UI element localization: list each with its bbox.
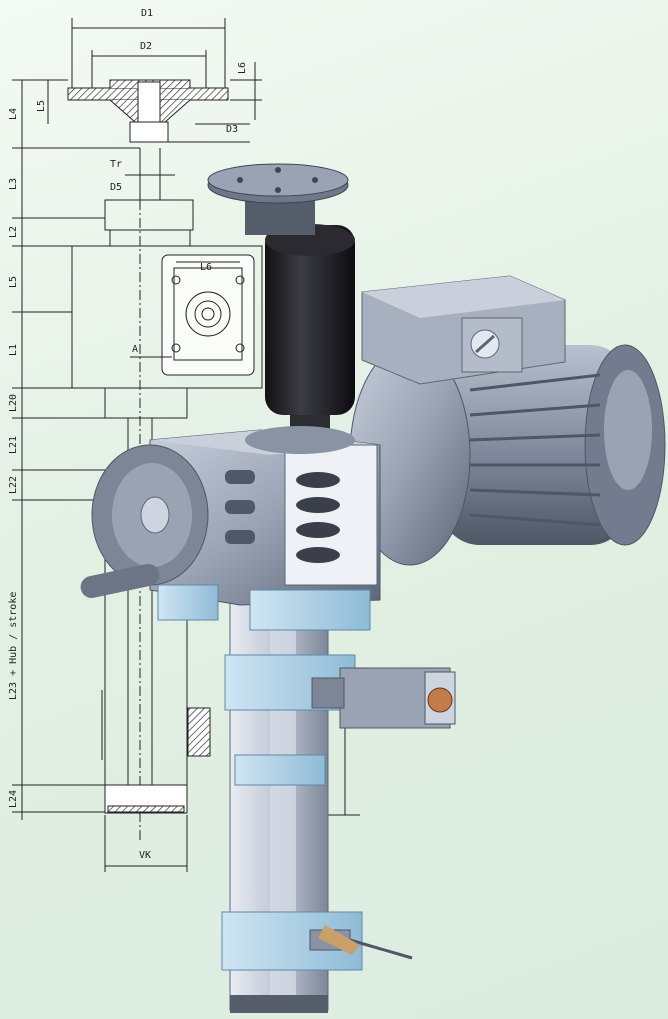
label-a: A xyxy=(132,344,138,355)
handwheel-grip xyxy=(80,563,160,599)
label-l21: L21 xyxy=(8,436,19,454)
label-vk: VK xyxy=(139,850,151,861)
actuator-render xyxy=(80,163,666,1013)
spindle-cover xyxy=(245,224,355,454)
label-d3: D3 xyxy=(226,124,238,135)
technical-drawing xyxy=(12,18,360,872)
label-l5-side: L5 xyxy=(8,276,19,288)
terminal-box xyxy=(361,275,566,385)
label-d2: D2 xyxy=(140,41,152,52)
label-l6b: L6 xyxy=(200,262,212,273)
label-l2: L2 xyxy=(8,226,19,238)
dimension-labels: D1 D2 D3 D5 Tr L6 A VK L6 L5 L4 L3 L2 L5… xyxy=(8,8,248,861)
gearbox-housing xyxy=(149,429,381,606)
label-l24: L24 xyxy=(8,790,19,808)
label-l6: L6 xyxy=(237,62,248,74)
label-l23: L23 + Hub / stroke xyxy=(8,592,19,700)
label-l3: L3 xyxy=(8,178,19,190)
label-l20: L20 xyxy=(8,394,19,412)
handwheel xyxy=(80,444,209,599)
label-d1: D1 xyxy=(141,8,153,19)
limit-switch xyxy=(311,667,456,729)
label-l1: L1 xyxy=(8,344,19,356)
label-l5: L5 xyxy=(36,100,47,112)
label-l4: L4 xyxy=(8,108,19,120)
label-d5: D5 xyxy=(110,182,122,193)
label-l22: L22 xyxy=(8,476,19,494)
top-flange xyxy=(207,163,349,235)
electric-motor xyxy=(349,344,666,566)
label-tr: Tr xyxy=(110,159,122,170)
position-probe xyxy=(309,925,413,960)
